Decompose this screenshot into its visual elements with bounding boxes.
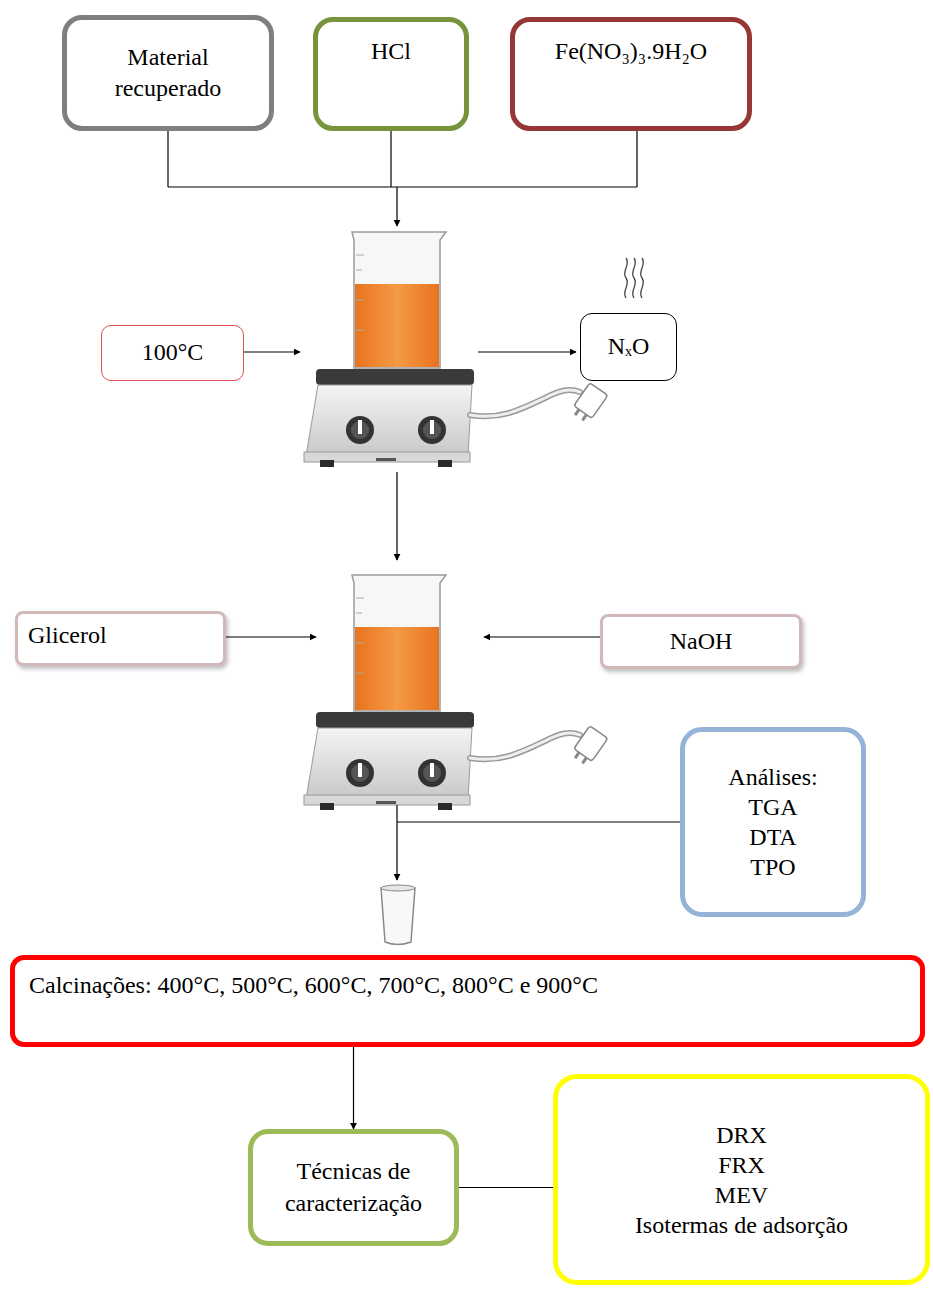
node-label: Fe(NO₃)₃.9H₂O xyxy=(555,36,707,67)
technique-box: Técnicas de caracterização xyxy=(248,1129,459,1246)
node-label: Análises: xyxy=(728,762,817,792)
input-box: Material recuperado xyxy=(62,15,274,131)
node-label: DRX xyxy=(716,1120,767,1150)
node-label: Glicerol xyxy=(28,620,107,651)
input-box: Fe(NO₃)₃.9H₂O xyxy=(510,17,752,131)
node-label: 100°C xyxy=(142,337,204,368)
node-item: FRX xyxy=(718,1150,765,1180)
node-label: Calcinações: 400°C, 500°C, 600°C, 700°C,… xyxy=(29,970,598,1001)
node-label: HCl xyxy=(371,36,411,67)
node-item: DTA xyxy=(749,822,796,852)
flow-connector xyxy=(459,1187,553,1188)
product-box: NₓO xyxy=(580,313,677,381)
characterization-box: DRXFRXMEVIsotermas de adsorção xyxy=(553,1074,930,1285)
node-label: Material recuperado xyxy=(89,42,247,104)
node-label: NaOH xyxy=(670,626,733,657)
analysis-box: Análises:TGADTATPO xyxy=(680,727,866,917)
flow-connector xyxy=(353,1047,354,1129)
input-box: HCl xyxy=(313,17,469,131)
node-item: TGA xyxy=(748,792,797,822)
node-item: MEV xyxy=(715,1180,768,1210)
reagent-box: NaOH xyxy=(600,614,802,669)
node-item: Isotermas de adsorção xyxy=(635,1210,848,1240)
node-label: NₓO xyxy=(608,331,650,362)
node-item: TPO xyxy=(750,852,795,882)
calcination-box: Calcinações: 400°C, 500°C, 600°C, 700°C,… xyxy=(10,955,925,1047)
node-label: Técnicas de caracterização xyxy=(275,1156,432,1218)
reagent-box: Glicerol xyxy=(15,611,226,666)
condition-box: 100°C xyxy=(101,325,244,381)
